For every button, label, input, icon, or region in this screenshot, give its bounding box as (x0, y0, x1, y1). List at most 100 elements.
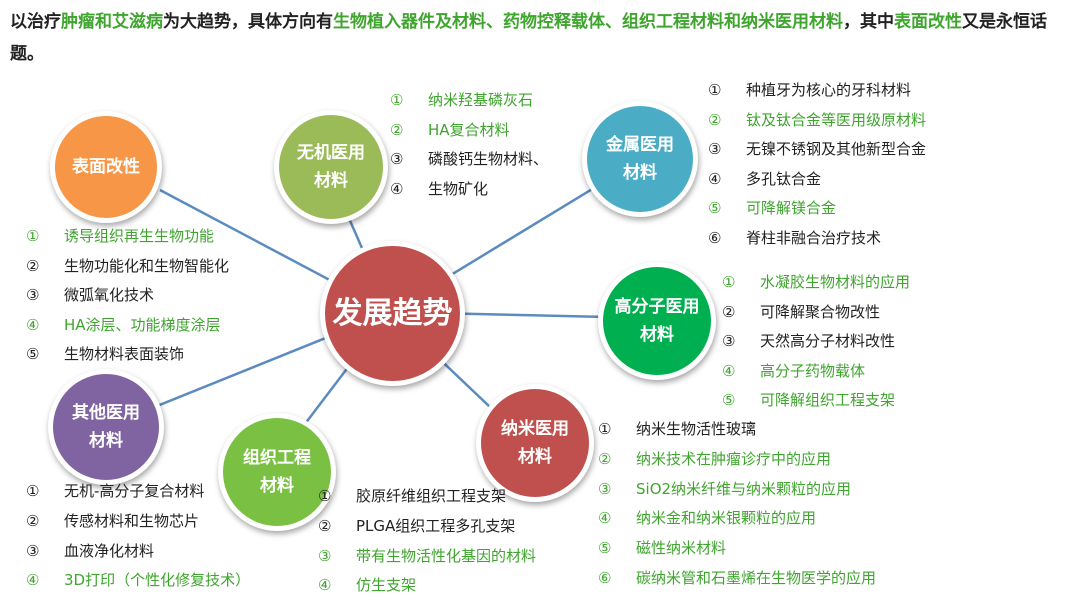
metal-node-circle: 金属医用材料 (582, 101, 698, 217)
item-number: ② (722, 302, 736, 321)
surface-node-circle: 表面改性 (50, 111, 162, 223)
item-number: ② (708, 110, 722, 129)
item-text: 多孔钛合金 (746, 169, 822, 188)
item-number: ① (708, 81, 722, 99)
item-number: ④ (26, 315, 40, 334)
item-text: 生物功能化和生物智能化 (64, 256, 230, 275)
item-text: 种植牙为核心的牙科材料 (746, 81, 912, 99)
header-run: 为大趋势，具体方向有 (163, 12, 333, 32)
item-text: 磷酸钙生物材料、 (428, 150, 549, 168)
nano-node-label: 纳米医用材料 (501, 419, 569, 467)
polymer-node-label: 高分子医用材料 (614, 297, 700, 345)
metal-item: ① 种植牙为核心的牙科材料 (708, 80, 911, 100)
item-number: ① (598, 420, 612, 438)
inorganic-node-label: 无机医用材料 (297, 143, 365, 191)
item-text: 水凝胶生物材料的应用 (760, 273, 911, 291)
nano-item: ⑤ 磁性纳米材料 (598, 538, 726, 558)
item-text: 天然高分子材料改性 (760, 332, 896, 350)
item-number: ② (390, 120, 404, 139)
surface-item: ① 诱导组织再生生物功能 (26, 226, 214, 246)
item-text: PLGA组织工程多孔支架 (356, 516, 516, 535)
item-number: ④ (390, 179, 404, 198)
item-text: SiO2纳米纤维与纳米颗粒的应用 (636, 479, 852, 498)
item-text: 带有生物活性化基因的材料 (356, 546, 537, 565)
item-text: 无镍不锈钢及其他新型合金 (746, 140, 927, 159)
item-text: 纳米金和纳米银颗粒的应用 (636, 509, 817, 528)
tissue-item: ④ 仿生支架 (318, 575, 416, 595)
inorganic-item: ② HA复合材料 (390, 120, 510, 140)
item-number: ③ (26, 541, 40, 560)
item-text: 可降解镁合金 (746, 199, 837, 218)
item-number: ① (318, 487, 332, 505)
inorganic-item: ③ 磷酸钙生物材料、 (390, 149, 548, 169)
polymer-item: ② 可降解聚合物改性 (722, 302, 880, 322)
item-text: 钛及钛合金等医用级原材料 (746, 110, 927, 129)
item-text: 3D打印（个性化修复技术） (64, 571, 251, 590)
item-number: ③ (390, 150, 404, 168)
item-text: 磁性纳米材料 (636, 539, 727, 558)
other-node-label: 其他医用材料 (72, 403, 140, 451)
item-text: HA复合材料 (428, 120, 510, 139)
item-text: 仿生支架 (356, 576, 417, 595)
item-text: HA涂层、功能梯度涂层 (64, 315, 221, 334)
tissue-node-circle: 组织工程材料 (218, 413, 336, 531)
header-text: 以治疗肿瘤和艾滋病为大趋势，具体方向有生物植入器件及材料、药物控释载体、组织工程… (10, 6, 1070, 70)
item-number: ④ (708, 169, 722, 188)
item-text: 碳纳米管和石墨烯在生物医学的应用 (636, 569, 877, 587)
nano-item: ③ SiO2纳米纤维与纳米颗粒的应用 (598, 479, 851, 499)
inorganic-node-circle: 无机医用材料 (274, 110, 388, 224)
item-number: ④ (722, 361, 736, 380)
header-run: ，其中 (843, 12, 894, 32)
item-number: ① (26, 482, 40, 500)
inorganic-item: ① 纳米羟基磷灰石 (390, 90, 533, 110)
item-number: ① (722, 273, 736, 291)
nano-item: ⑥ 碳纳米管和石墨烯在生物医学的应用 (598, 568, 876, 588)
item-text: 胶原纤维组织工程支架 (356, 487, 507, 505)
header-run: 又是永恒话题。 (10, 12, 1047, 64)
item-number: ④ (318, 576, 332, 595)
item-number: ② (26, 256, 40, 275)
inorganic-item: ④ 生物矿化 (390, 179, 488, 199)
item-number: ③ (708, 140, 722, 159)
item-number: ③ (598, 479, 612, 498)
item-number: ⑥ (598, 569, 612, 587)
item-text: 高分子药物载体 (760, 361, 866, 380)
item-text: 血液净化材料 (64, 541, 155, 560)
item-text: 可降解聚合物改性 (760, 302, 881, 321)
polymer-item: ④ 高分子药物载体 (722, 361, 865, 381)
header-run: 生物植入器件及材料、药物控释载体、组织工程材料和纳米医用材料 (333, 12, 843, 32)
item-number: ⑤ (598, 539, 612, 558)
surface-item: ② 生物功能化和生物智能化 (26, 256, 229, 276)
item-number: ② (598, 449, 612, 468)
item-text: 生物矿化 (428, 179, 489, 198)
polymer-node-circle: 高分子医用材料 (598, 262, 716, 380)
center-node-circle: 发展趋势 (320, 241, 465, 386)
item-number: ① (390, 91, 404, 109)
polymer-item: ⑤ 可降解组织工程支架 (722, 390, 895, 410)
item-number: ① (26, 227, 40, 245)
header-run: 以治疗 (10, 12, 61, 32)
item-text: 传感材料和生物芯片 (64, 511, 200, 530)
surface-node-label: 表面改性 (72, 157, 140, 177)
item-text: 诱导组织再生生物功能 (64, 227, 215, 245)
item-number: ⑤ (722, 391, 736, 409)
item-text: 微弧氧化技术 (64, 286, 155, 304)
metal-item: ③ 无镍不锈钢及其他新型合金 (708, 139, 926, 159)
item-text: 脊柱非融合治疗技术 (746, 229, 882, 247)
item-text: 可降解组织工程支架 (760, 391, 896, 409)
item-text: 生物材料表面装饰 (64, 345, 185, 363)
item-text: 纳米羟基磷灰石 (428, 91, 534, 109)
nano-node-circle: 纳米医用材料 (476, 384, 594, 502)
item-number: ③ (26, 286, 40, 304)
